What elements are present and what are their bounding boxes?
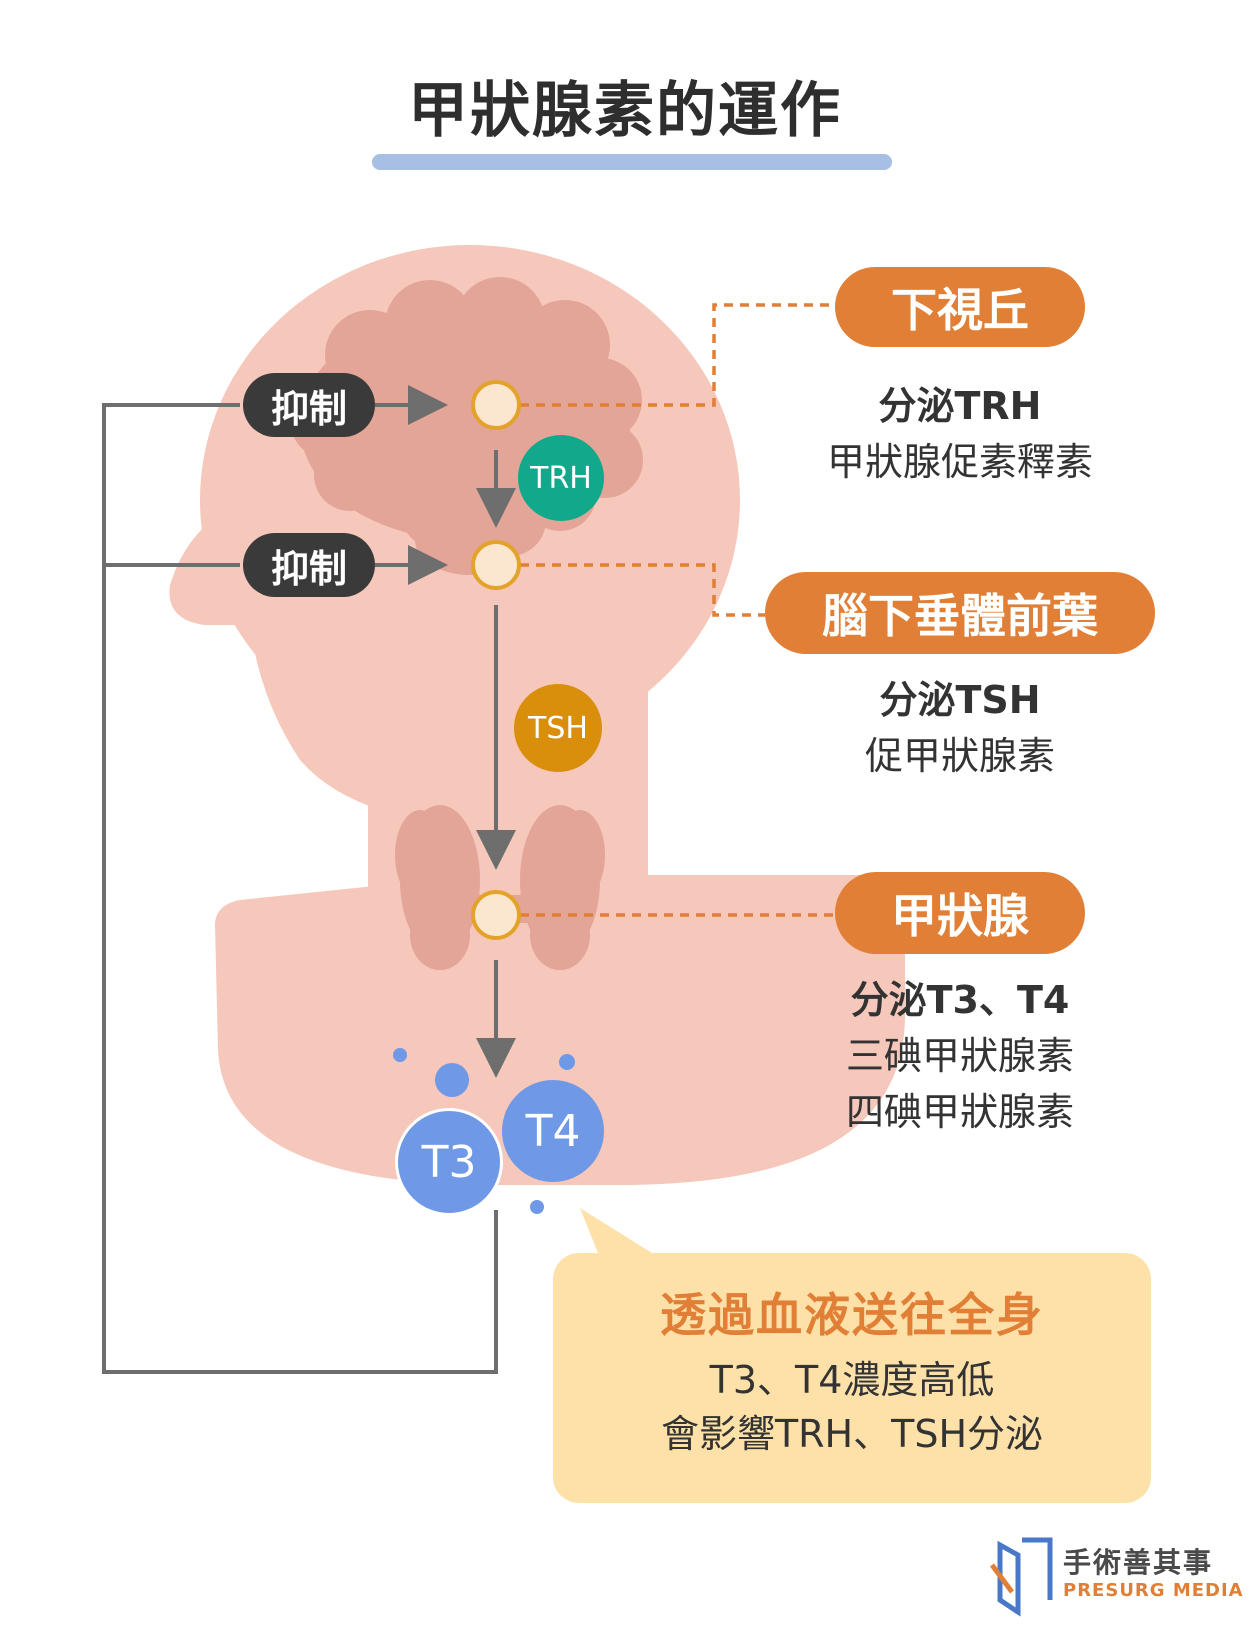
stage-thyroid-label: 甲狀腺 (835, 872, 1085, 954)
blood-callout: 透過血液送往全身 T3、T4濃度高低 會影響TRH、TSH分泌 (553, 1253, 1151, 1503)
page-title: 甲狀腺素的運作 (408, 76, 842, 146)
stage-hypothalamus-desc: 分泌TRH 甲狀腺促素釋素 (780, 378, 1140, 490)
connector-lines (520, 303, 835, 917)
callout-line-1: T3、T4濃度高低 (709, 1358, 995, 1402)
callout-heading: 透過血液送往全身 (660, 1288, 1044, 1342)
logo-subtitle: PRESURG MEDIA (1063, 1580, 1244, 1601)
callout-line-2: 會影響TRH、TSH分泌 (660, 1412, 1044, 1456)
stage-pituitary-line-1: 促甲狀腺素 (864, 734, 1055, 778)
stage-pituitary-desc: 分泌TSH 促甲狀腺素 (780, 672, 1140, 784)
stage-pituitary-secretes: 分泌TSH (879, 678, 1041, 722)
trh-badge: TRH (518, 435, 604, 521)
stage-pituitary-label: 腦下垂體前葉 (765, 572, 1155, 654)
stage-thyroid-line-1: 三碘甲狀腺素 (845, 1034, 1074, 1078)
feedback-loop (102, 385, 498, 1374)
face-profile (169, 500, 400, 815)
t4-badge: T4 (502, 1080, 604, 1182)
body-silhouette (215, 875, 905, 1185)
stage-hypothalamus-secretes: 分泌TRH (878, 384, 1042, 428)
pituitary-node (471, 540, 521, 590)
stage-hypothalamus-label: 下視丘 (835, 267, 1085, 347)
inhibit-label-pituitary: 抑制 (243, 533, 375, 597)
hormone-dots (393, 1048, 575, 1214)
thyroid-icon (395, 805, 605, 970)
tsh-badge: TSH (514, 684, 602, 772)
stage-thyroid-desc: 分泌T3、T4 三碘甲狀腺素 四碘甲狀腺素 (780, 972, 1140, 1140)
thyroid-node (471, 890, 521, 940)
hypothalamus-node (471, 380, 521, 430)
logo-name: 手術善其事 (1063, 1546, 1214, 1579)
stage-thyroid-secretes: 分泌T3、T4 (850, 978, 1070, 1022)
gland-nodes (471, 380, 521, 940)
stage-hypothalamus-line-1: 甲狀腺促素釋素 (826, 440, 1093, 484)
title-underline (372, 154, 892, 170)
inhibit-label-hypothalamus: 抑制 (243, 373, 375, 437)
logo-icon (989, 1537, 1053, 1617)
callout-pointer (580, 1208, 660, 1258)
stage-thyroid-line-2: 四碘甲狀腺素 (845, 1090, 1074, 1134)
t3-badge: T3 (395, 1108, 503, 1216)
